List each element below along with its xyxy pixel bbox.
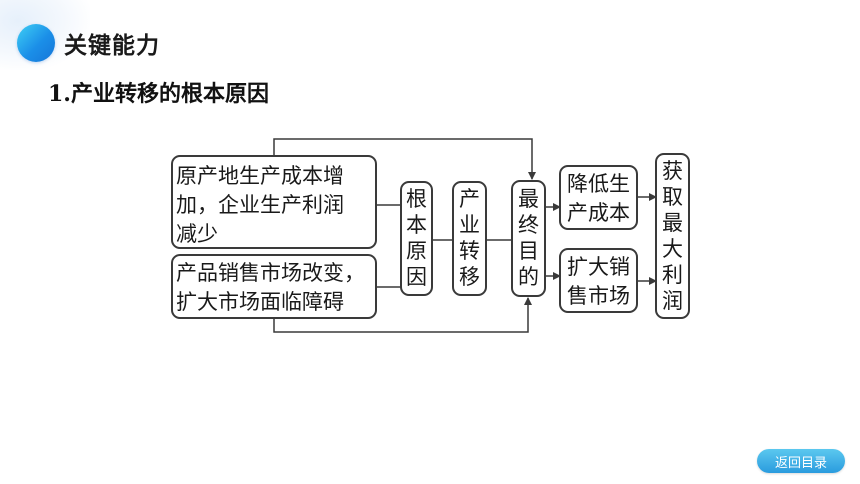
outcome-text-line: 扩大销 bbox=[567, 255, 630, 279]
final-goal-char: 润 bbox=[662, 289, 683, 313]
ultimate-purpose-char: 的 bbox=[518, 265, 539, 289]
cause-text-line: 减少 bbox=[176, 222, 218, 246]
outcome-text-line: 降低生 bbox=[567, 172, 630, 196]
ultimate-purpose-box: 最 终 目 的 bbox=[511, 180, 546, 297]
final-goal-char: 获 bbox=[662, 159, 683, 183]
industry-transfer-char: 产 bbox=[459, 187, 480, 211]
final-goal-char: 大 bbox=[662, 237, 683, 261]
section-title: 关键能力 bbox=[64, 33, 160, 59]
final-goal-char: 最 bbox=[662, 211, 683, 235]
final-goal-box: 获 取 最 大 利 润 bbox=[655, 153, 690, 319]
root-cause-box: 根 本 原 因 bbox=[400, 181, 433, 296]
root-cause-char: 原 bbox=[406, 239, 427, 263]
page-heading: 1.产业转移的根本原因 bbox=[48, 81, 269, 107]
ultimate-purpose-char: 最 bbox=[518, 187, 539, 211]
connectors bbox=[273, 138, 657, 333]
cause-box-cost: 原产地生产成本增 加，企业生产利润 减少 bbox=[171, 155, 377, 249]
back-to-contents-button[interactable]: 返回目录 bbox=[757, 449, 845, 473]
industry-transfer-char: 移 bbox=[459, 265, 480, 289]
cause-box-market: 产品销售市场改变， 扩大市场面临障碍 bbox=[171, 254, 377, 319]
cause-text-line: 扩大市场面临障碍 bbox=[176, 290, 344, 314]
outcome-text-line: 产成本 bbox=[567, 201, 630, 225]
ultimate-purpose-char: 目 bbox=[518, 239, 539, 263]
ultimate-purpose-char: 终 bbox=[518, 213, 539, 237]
industry-transfer-char: 转 bbox=[459, 239, 480, 263]
cause-text-line: 加，企业生产利润 bbox=[176, 193, 344, 217]
root-cause-char: 本 bbox=[406, 213, 427, 237]
section-logo-icon bbox=[17, 24, 55, 62]
connector-cause2-bypass bbox=[273, 297, 532, 333]
outcome-box-market: 扩大销 售市场 bbox=[559, 248, 638, 313]
cause-text-line: 原产地生产成本增 bbox=[176, 164, 344, 188]
connector-cause1-bypass bbox=[273, 138, 536, 180]
industry-transfer-box: 产 业 转 移 bbox=[452, 181, 487, 296]
cause-text-line: 产品销售市场改变， bbox=[176, 261, 365, 285]
root-cause-char: 因 bbox=[406, 265, 427, 289]
outcome-text-line: 售市场 bbox=[567, 284, 630, 308]
industry-transfer-char: 业 bbox=[459, 213, 480, 237]
final-goal-char: 取 bbox=[662, 185, 683, 209]
final-goal-char: 利 bbox=[662, 263, 683, 287]
outcome-box-cost: 降低生 产成本 bbox=[559, 165, 638, 230]
root-cause-char: 根 bbox=[406, 187, 427, 211]
